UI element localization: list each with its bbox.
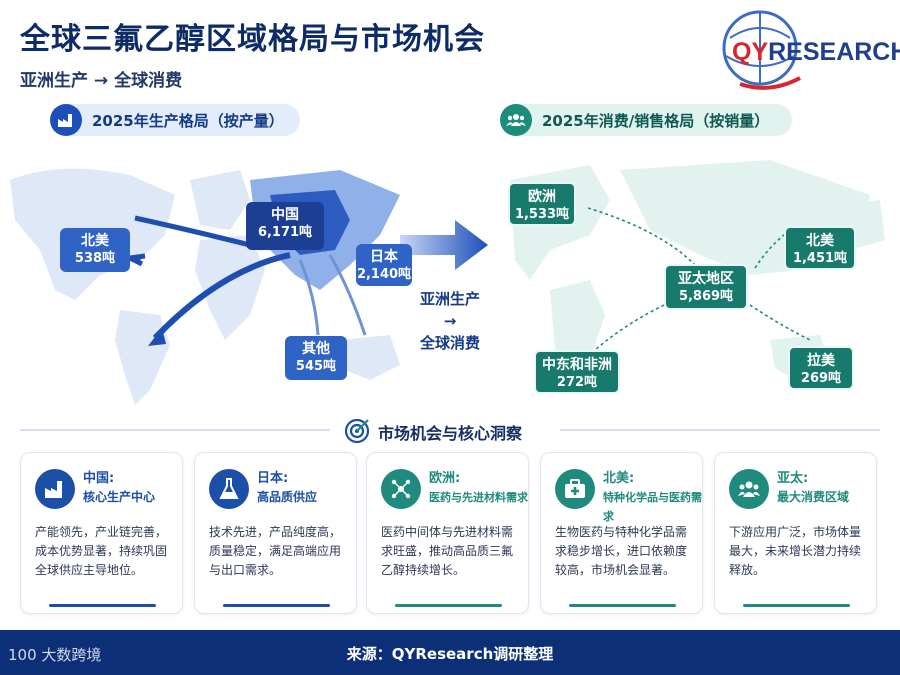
flow-label: 亚洲生产 → 全球消费 — [419, 290, 480, 352]
footer: 100 大数跨境 来源：QYResearch调研整理 — [0, 630, 900, 675]
insight-card-asia-pacific: 亚太:最大消费区域 下游应用广泛，市场体量最大，未来增长潜力持续释放。 — [714, 452, 877, 614]
flask-icon — [209, 469, 249, 509]
people-icon — [500, 104, 532, 136]
card-title: 中国:核心生产中心 — [83, 471, 156, 504]
insight-card-china: 中国:核心生产中心 产能领先，产业链完善，成本优势显著，持续巩固全球供应主导地位… — [20, 452, 183, 614]
card-accent-bar — [743, 604, 850, 607]
brand-watermark: 100 大数跨境 — [8, 646, 102, 664]
medical-kit-icon — [555, 469, 595, 509]
flow-arrow — [400, 220, 488, 270]
factory-icon — [35, 469, 75, 509]
people-icon — [729, 469, 769, 509]
card-accent-bar — [49, 604, 156, 607]
production-pill: 2025年生产格局（按产量） — [50, 104, 300, 136]
divider-left — [20, 429, 330, 431]
card-body: 下游应用广泛，市场体量最大，未来增长潜力持续释放。 — [729, 525, 862, 577]
card-title: 日本:高品质供应 — [257, 471, 318, 504]
divider-right — [560, 429, 880, 431]
card-title: 北美:特种化学品与医药需求 — [603, 471, 702, 523]
card-body: 生物医药与特种化学品需求稳步增长，进口依赖度较高，市场机会显著。 — [555, 525, 688, 577]
consumption-pill: 2025年消费/销售格局（按销量） — [500, 104, 792, 136]
qyresearch-logo — [722, 10, 801, 90]
insights-title: 市场机会与核心洞察 — [378, 424, 523, 443]
card-body: 产能领先，产业链完善，成本优势显著，持续巩固全球供应主导地位。 — [35, 525, 168, 577]
source-note: 来源：QYResearch调研整理 — [346, 645, 554, 663]
consumption-label: 2025年消费/销售格局（按销量） — [542, 111, 770, 130]
card-body: 技术先进，产品纯度高，质量稳定，满足高端应用与出口需求。 — [209, 525, 342, 577]
page-title: 全球三氟乙醇区域格局与市场机会 — [20, 22, 485, 57]
page-subtitle: 亚洲生产 → 全球消费 — [20, 71, 183, 91]
factory-icon — [50, 104, 82, 136]
card-accent-bar — [395, 604, 502, 607]
molecule-icon — [381, 469, 421, 509]
card-title: 欧洲:医药与先进材料需求 — [429, 471, 528, 504]
card-accent-bar — [569, 604, 676, 607]
insight-card-europe: 欧洲:医药与先进材料需求 医药中间体与先进材料需求旺盛，推动高品质三氟乙醇持续增… — [366, 452, 529, 614]
card-body: 医药中间体与先进材料需求旺盛，推动高品质三氟乙醇持续增长。 — [381, 525, 514, 577]
card-title: 亚太:最大消费区域 — [777, 471, 850, 504]
insight-card-japan: 日本:高品质供应 技术先进，产品纯度高，质量稳定，满足高端应用与出口需求。 — [194, 452, 357, 614]
production-label: 2025年生产格局（按产量） — [92, 111, 284, 130]
card-accent-bar — [223, 604, 330, 607]
logo-wordmark: QYRESEARCH — [732, 38, 900, 66]
insight-card-north-america: 北美:特种化学品与医药需求 生物医药与特种化学品需求稳步增长，进口依赖度较高，市… — [540, 452, 703, 614]
target-icon — [344, 418, 370, 444]
insights-heading: 市场机会与核心洞察 — [0, 416, 900, 444]
